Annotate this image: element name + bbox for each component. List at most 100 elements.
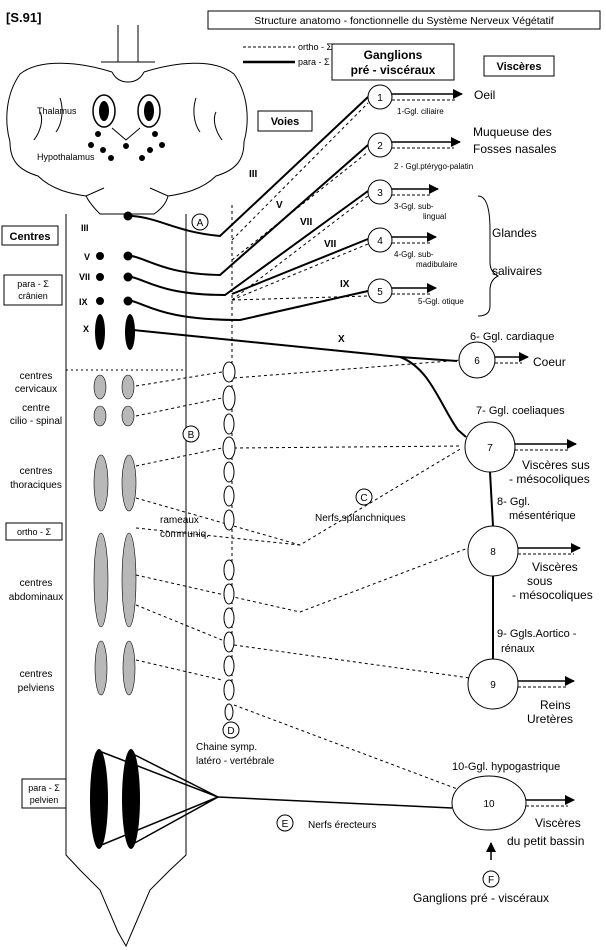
viscera-sus-2: - mésocoliques <box>509 472 590 486</box>
chain-ganglion <box>223 631 235 653</box>
marker-D: D <box>227 726 234 737</box>
g9-name-2: rénaux <box>501 643 535 655</box>
viscera-ureteres: Uretères <box>527 712 573 726</box>
ganglions-bottom-label: Ganglions pré - viscéraux <box>413 891 549 905</box>
voies-heading: Voies <box>271 116 300 128</box>
ortho-to-g3 <box>231 195 369 301</box>
g8-name-1: 8- Ggl. <box>497 496 530 508</box>
nucleus-X <box>125 314 135 350</box>
ganglion-10 <box>451 775 527 831</box>
ortho-to-g5 <box>231 295 369 301</box>
ganglion-names-large: 6- Ggl. cardiaque 7- Ggl. coeliaques 8- … <box>452 331 577 773</box>
ganglion-4 <box>367 227 393 253</box>
ganglions-heading-box <box>331 43 455 81</box>
hypo-dot <box>159 142 165 148</box>
viscera-muqueuse-1: Muqueuse des <box>473 125 552 139</box>
hypo-dot <box>88 142 94 148</box>
hypothalamus-label: Hypothalamus <box>37 152 95 162</box>
chain-ganglion <box>223 413 235 435</box>
ganglion-6 <box>458 341 496 379</box>
ramus-cervical <box>135 371 223 387</box>
hypo-dot <box>108 155 114 161</box>
chain-ganglion <box>222 361 236 383</box>
pathway-VII-b <box>231 238 369 295</box>
marker-E-circle <box>276 814 294 832</box>
viscera-salivaires: salivaires <box>492 264 542 278</box>
centre-cilio-right <box>121 405 135 427</box>
viscera-sous-1: Viscères <box>532 560 578 574</box>
circled-markers: A B C D E F <box>182 213 500 888</box>
chaine-label-1: Chaine symp. <box>196 742 257 753</box>
nucleus-V-left <box>96 252 104 260</box>
marker-E: E <box>282 819 289 830</box>
chaine-label-2: latéro - vertébrale <box>196 756 275 767</box>
marker-F: F <box>488 875 494 886</box>
centres-cervicaux-2: cervicaux <box>15 384 57 395</box>
viscera-labels: Oeil Muqueuse des Fosses nasales Glandes… <box>473 88 593 848</box>
g2-name: 2 - Ggl.ptérygo-palatin <box>394 162 473 171</box>
g5-name: 5-Ggl. otique <box>418 297 464 306</box>
viscera-sous-3: - mésocoliques <box>512 588 593 602</box>
hypo-dot <box>147 147 153 153</box>
g6-name: 6- Ggl. cardiaque <box>470 331 554 343</box>
pathway-V <box>131 144 369 277</box>
para-cranial-pathways <box>131 96 467 438</box>
efferent-arrows <box>392 89 581 807</box>
brain-hemispheres <box>6 62 248 197</box>
viscera-bassin-1: Viscères <box>535 816 581 830</box>
cord-nerve-III: III <box>81 223 89 233</box>
road-VII-b: VII <box>324 239 336 250</box>
g1-name: 1-Ggl. ciliaire <box>397 107 444 116</box>
link-renal <box>233 644 471 679</box>
brainstem-top <box>85 195 169 215</box>
g10-number: 10 <box>483 799 495 810</box>
centres-pelviens-2: pelviens <box>18 683 55 694</box>
viscera-reins: Reins <box>540 698 571 712</box>
para-cranien-label-1: para - Σ <box>17 279 49 289</box>
ramus-thoracic <box>135 447 223 467</box>
rameaux-label-1: rameaux <box>160 515 199 526</box>
thalamus-nuclei <box>88 94 165 161</box>
ortho-box-label: ortho - Σ <box>17 527 52 537</box>
pathway-III <box>131 96 369 238</box>
centre-pelvic-left <box>94 640 108 696</box>
visceres-heading: Viscères <box>496 61 541 73</box>
marker-D-circle <box>222 721 240 739</box>
legend: ortho - Σ para - Σ <box>243 42 333 67</box>
ganglions-heading-2: pré - viscéraux <box>351 63 436 77</box>
thalamus-right-core <box>144 101 154 121</box>
g3-name-2: lingual <box>423 212 446 221</box>
cord-nerve-X: X <box>83 324 89 334</box>
ortho-to-g1 <box>231 102 369 241</box>
splanchniques-label: Nerfs splanchniques <box>315 513 406 524</box>
salivary-brace <box>477 195 500 317</box>
centre-labels: centres cervicaux centre cilio - spinal … <box>9 371 63 694</box>
thalamus-left-core <box>99 101 109 121</box>
sacral-nucleus-left <box>90 749 108 849</box>
erecteurs-label: Nerfs érecteurs <box>308 820 376 831</box>
hypo-dot <box>139 155 145 161</box>
ortho-to-g4 <box>231 243 369 301</box>
road-III: III <box>249 169 258 180</box>
chain-ganglion <box>223 583 235 605</box>
spinal-centres <box>93 374 137 696</box>
chain-ganglion <box>224 703 234 721</box>
centres-pelviens-1: centres <box>20 669 53 680</box>
cord-nerve-VII: VII <box>79 272 90 282</box>
para-cranien-label-2: crânien <box>18 291 48 301</box>
g9-name-1: 9- Ggls.Aortico - <box>497 628 577 640</box>
brain <box>6 25 248 215</box>
centre-cilio-2: cilio - spinal <box>10 416 62 427</box>
marker-C: C <box>360 493 367 504</box>
hypo-dot <box>152 131 158 137</box>
brain-stalk <box>101 25 155 63</box>
nucleus-VII <box>123 272 133 282</box>
visceres-heading-box <box>483 55 555 77</box>
centre-abdominal-left <box>93 532 109 628</box>
centres-cervicaux-1: centres <box>20 371 53 382</box>
pathway-labels: III V VII VII IX X <box>249 169 350 345</box>
marker-A: A <box>197 218 204 229</box>
centres-abdominaux-2: abdominaux <box>9 592 63 603</box>
link-coeliac <box>233 445 463 449</box>
